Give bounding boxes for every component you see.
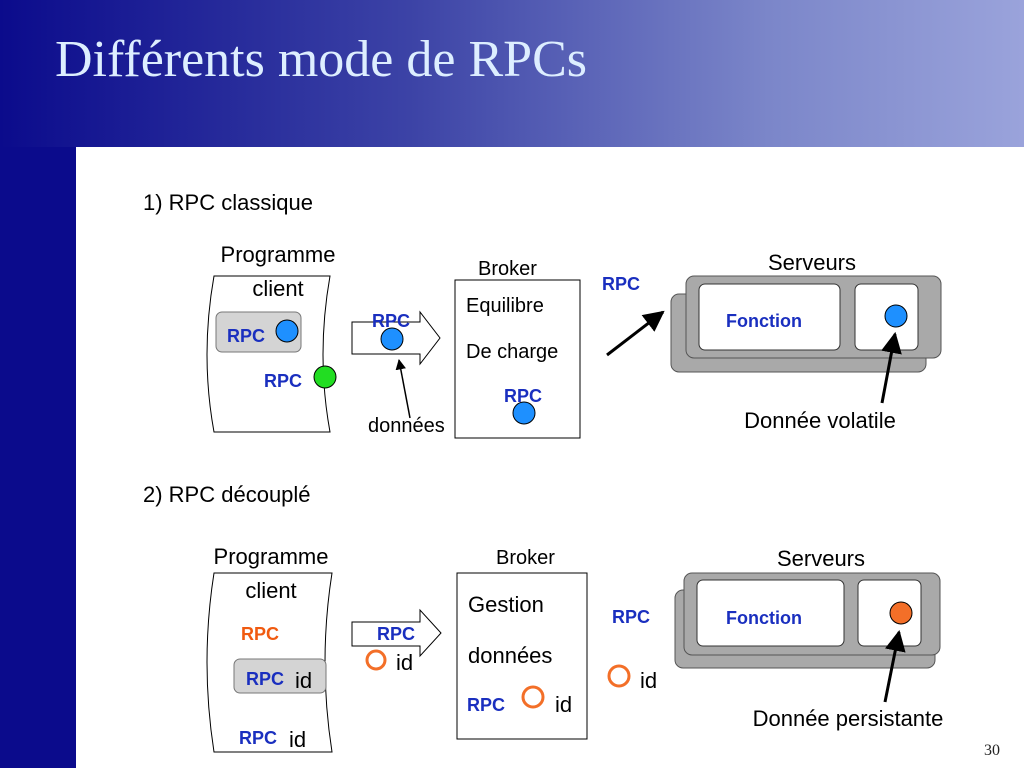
arrow2-rpc-label: RPC [377, 624, 415, 644]
server-rpc-label: RPC [602, 274, 640, 294]
arrow-rpc-label: RPC [372, 311, 410, 331]
header-bar [0, 0, 1024, 147]
arrow-data-dot [380, 327, 404, 351]
broker-label: Broker [478, 258, 537, 280]
rpc-arrow-shape-2 [351, 608, 442, 658]
slide-number: 30 [984, 742, 1000, 759]
section1-heading: 1) RPC classique [143, 190, 313, 215]
client2-id-label-2: id [295, 668, 312, 693]
function-label: Fonction [726, 311, 802, 331]
broker2-line1: Gestion [468, 592, 544, 617]
client-rpc-label-2: RPC [264, 371, 302, 391]
volatile-label: Donnée volatile [744, 408, 896, 433]
client-data-dot-blue [275, 319, 299, 343]
servers-label: Serveurs [768, 250, 856, 275]
client-rpc-label-1: RPC [227, 326, 265, 346]
to-servers-arrow [606, 310, 665, 357]
servers2-label: Serveurs [777, 546, 865, 571]
client2-id-label-3: id [289, 727, 306, 752]
broker-data-dot [512, 401, 536, 425]
client-label-line2: client [252, 276, 303, 301]
broker2-id-label: id [555, 692, 572, 717]
broker2-id-ring [521, 685, 545, 709]
broker-line2: De charge [466, 341, 558, 363]
data-label: données [368, 415, 445, 437]
broker2-rpc-label: RPC [467, 695, 505, 715]
left-accent-bar [0, 147, 76, 768]
client2-rpc-label-2: RPC [246, 669, 284, 689]
broker-rpc-label: RPC [504, 386, 542, 406]
server2-id-label: id [640, 668, 657, 693]
client-label-line1: Programme [221, 242, 336, 267]
broker2-box [456, 572, 588, 740]
client2-label-line2: client [245, 578, 296, 603]
client-data-dot-green [313, 365, 337, 389]
client2-rpc-label-1: RPC [241, 624, 279, 644]
persistent-pointer-arrow [883, 629, 906, 703]
server2-rpc-label: RPC [612, 607, 650, 627]
arrow2-id-label: id [396, 650, 413, 675]
broker2-line2: données [468, 643, 552, 668]
volatile-pointer-arrow [880, 331, 902, 404]
client2-label-line1: Programme [214, 544, 329, 569]
broker-line1: Equilibre [466, 295, 544, 317]
function2-box [696, 579, 845, 647]
server2-id-ring [607, 664, 631, 688]
section2-heading: 2) RPC découplé [143, 482, 311, 507]
function-box [698, 283, 841, 351]
data-pointer-arrow [395, 358, 411, 419]
client2-rpc-box [233, 658, 327, 694]
broker2-label: Broker [496, 547, 555, 569]
persistent-data-dot [889, 601, 913, 625]
function2-label: Fonction [726, 608, 802, 628]
persistent-label: Donnée persistante [753, 706, 944, 731]
slide-title: Différents mode de RPCs [55, 31, 587, 88]
client2-rpc-label-3: RPC [239, 728, 277, 748]
volatile-data-dot [884, 304, 908, 328]
arrow2-id-ring [365, 649, 387, 671]
client-rpc-box [215, 311, 302, 353]
